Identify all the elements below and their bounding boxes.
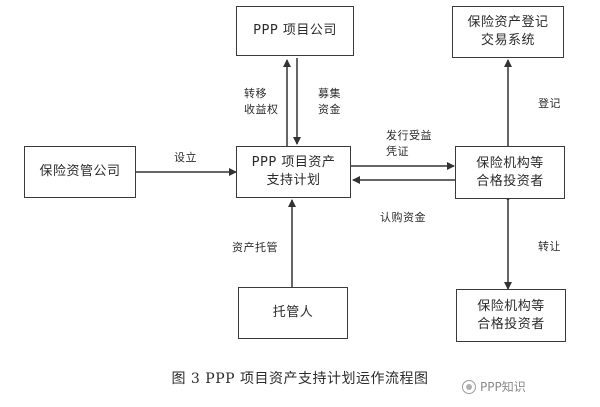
label-custody: 资产托管 bbox=[232, 241, 278, 254]
node-ppp-company: PPP 项目公司 bbox=[236, 6, 354, 56]
label-issue-certificates: 发行受益 凭证 bbox=[386, 129, 432, 158]
node-plan: PPP 项目资产 支持计划 bbox=[236, 146, 351, 198]
watermark-text: PPP知识 bbox=[480, 380, 526, 394]
node-investors-secondary: 保险机构等 合格投资者 bbox=[456, 289, 566, 342]
label-transfer-rights: 转移 收益权 bbox=[244, 87, 279, 116]
label-register: 登记 bbox=[538, 97, 561, 110]
figure-caption: 图 3 PPP 项目资产支持计划运作流程图 bbox=[171, 371, 429, 387]
label-raise-funds: 募集 资金 bbox=[318, 87, 341, 116]
label-subscribe-funds: 认购资金 bbox=[380, 211, 426, 224]
node-asset-manager: 保险资管公司 bbox=[24, 146, 136, 198]
node-custodian: 托管人 bbox=[238, 287, 348, 339]
node-investors: 保险机构等 合格投资者 bbox=[455, 146, 565, 199]
label-establish: 设立 bbox=[174, 151, 197, 164]
node-registry: 保险资产登记 交易系统 bbox=[452, 6, 564, 58]
label-transfer: 转让 bbox=[538, 240, 561, 253]
watermark: PPP知识 bbox=[462, 378, 526, 395]
wechat-icon bbox=[462, 379, 476, 394]
